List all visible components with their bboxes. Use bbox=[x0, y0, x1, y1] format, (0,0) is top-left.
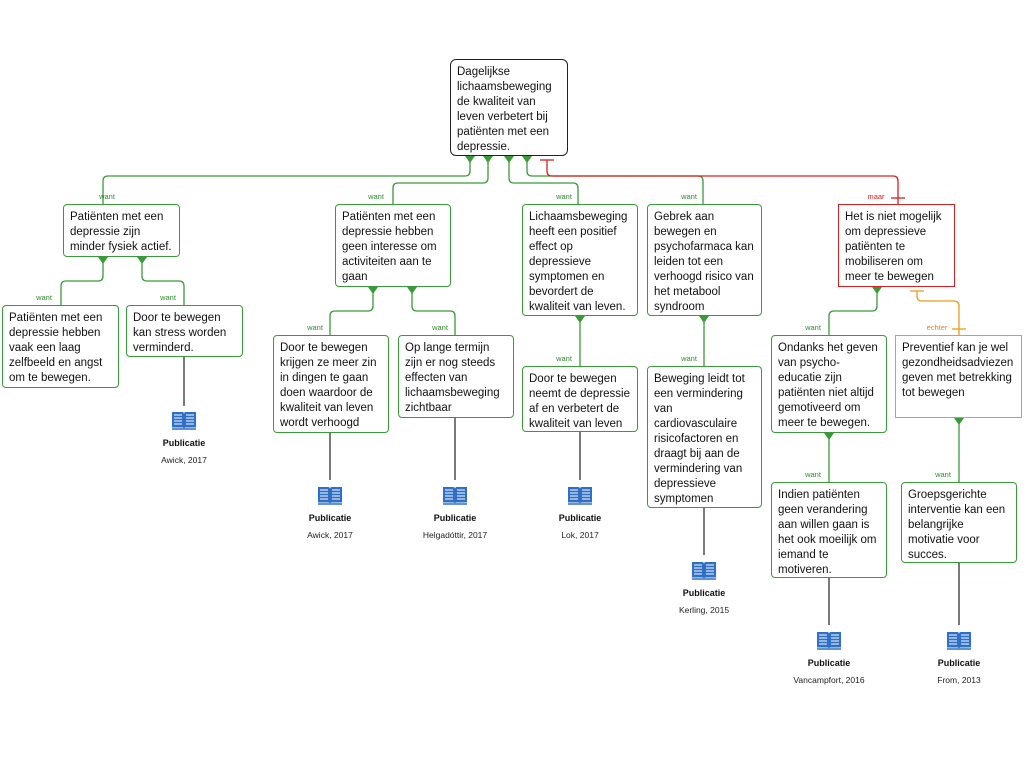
publication-title: Publicatie bbox=[433, 513, 477, 523]
publication-reference: Lok, 2017 bbox=[561, 530, 599, 540]
connector-label-want: want bbox=[805, 470, 821, 479]
reason-text: Door te bewegen krijgen ze meer zin in d… bbox=[280, 342, 377, 429]
claim-text: Patiënten met een depressie hebben geen … bbox=[342, 211, 437, 283]
publication-lok[interactable]: Publicatie Lok, 2017 bbox=[520, 484, 640, 541]
publication-helgadottir[interactable]: Publicatie Helgadóttir, 2017 bbox=[395, 484, 515, 541]
claim-text: Gebrek aan bewegen en psychofarmaca kan … bbox=[654, 211, 754, 313]
reason-text: Op lange termijn zijn er nog steeds effe… bbox=[405, 342, 500, 414]
publication-reference: Awick, 2017 bbox=[307, 530, 353, 540]
publication-reference: Awick, 2017 bbox=[161, 455, 207, 465]
book-icon bbox=[171, 411, 197, 430]
reason-text: Indien patiënten geen verandering aan wi… bbox=[778, 489, 877, 576]
publication-title: Publicatie bbox=[807, 658, 851, 668]
reason-box-neemt-af[interactable]: Door te bewegen neemt de depressie af en… bbox=[522, 366, 638, 432]
reason-box-groeps[interactable]: Groepsgerichte interventie kan een belan… bbox=[901, 482, 1017, 563]
reason-text: Patiënten met een depressie hebben vaak … bbox=[9, 312, 103, 384]
reason-box-lange-termijn[interactable]: Op lange termijn zijn er nog steeds effe… bbox=[398, 335, 514, 418]
publication-title: Publicatie bbox=[162, 438, 206, 448]
rebuttal-text: Preventief kan je wel gezondheidsadvieze… bbox=[902, 342, 1014, 399]
book-icon bbox=[946, 631, 972, 650]
root-claim-box[interactable]: Dagelijkse lichaamsbeweging de kwaliteit… bbox=[450, 59, 568, 156]
reason-text: Door te bewegen kan stress worden vermin… bbox=[133, 312, 227, 354]
connector-label-want: want bbox=[36, 293, 52, 302]
reason-box-cardio[interactable]: Beweging leidt tot een vermindering van … bbox=[647, 366, 762, 508]
connector-label-want: want bbox=[99, 192, 115, 201]
publication-reference: Kerling, 2015 bbox=[678, 605, 730, 615]
book-icon bbox=[691, 561, 717, 580]
connector-label-maar: maar bbox=[867, 192, 885, 201]
connector-label-want: want bbox=[368, 192, 384, 201]
book-icon bbox=[567, 486, 593, 505]
connector-label-want: want bbox=[681, 354, 697, 363]
book-icon bbox=[816, 631, 842, 650]
publication-awick-1[interactable]: Publicatie Awick, 2017 bbox=[124, 409, 244, 466]
reason-box-stress[interactable]: Door te bewegen kan stress worden vermin… bbox=[126, 305, 243, 357]
reason-text: Door te bewegen neemt de depressie af en… bbox=[529, 373, 631, 430]
claim-text: Lichaamsbeweging heeft een positief effe… bbox=[529, 211, 628, 313]
reason-text: Ondanks het geven van psycho-educatie zi… bbox=[778, 342, 878, 429]
connector-label-want: want bbox=[935, 470, 951, 479]
connector-label-want: want bbox=[556, 354, 572, 363]
reason-box-verandering[interactable]: Indien patiënten geen verandering aan wi… bbox=[771, 482, 887, 578]
rebuttal-box-preventief[interactable]: Preventief kan je wel gezondheidsadvieze… bbox=[895, 335, 1022, 418]
claim-box-effect[interactable]: Lichaamsbeweging heeft een positief effe… bbox=[522, 204, 638, 316]
publication-title: Publicatie bbox=[558, 513, 602, 523]
book-icon bbox=[442, 486, 468, 505]
publication-awick-2[interactable]: Publicatie Awick, 2017 bbox=[270, 484, 390, 541]
publication-from[interactable]: Publicatie From, 2013 bbox=[899, 629, 1019, 686]
reason-text: Groepsgerichte interventie kan een belan… bbox=[908, 489, 1006, 561]
connector-label-echter: echter bbox=[926, 323, 948, 332]
connector-label-want: want bbox=[307, 323, 323, 332]
book-icon bbox=[317, 486, 343, 505]
publication-title: Publicatie bbox=[682, 588, 726, 598]
publication-reference: Helgadóttir, 2017 bbox=[422, 530, 488, 540]
publication-reference: Vancampfort, 2016 bbox=[793, 675, 865, 685]
objection-text: Het is niet mogelijk om depressieve pati… bbox=[845, 211, 942, 283]
reason-box-psychoeducatie[interactable]: Ondanks het geven van psycho-educatie zi… bbox=[771, 335, 887, 433]
claim-box-fysiek[interactable]: Patiënten met een depressie zijn minder … bbox=[63, 204, 180, 257]
objection-box-niet-mogelijk[interactable]: Het is niet mogelijk om depressieve pati… bbox=[838, 204, 955, 287]
claim-text: Patiënten met een depressie zijn minder … bbox=[70, 211, 172, 253]
publication-vancampfort[interactable]: Publicatie Vancampfort, 2016 bbox=[769, 629, 889, 686]
connector-label-want: want bbox=[432, 323, 448, 332]
reason-text: Beweging leidt tot een vermindering van … bbox=[654, 373, 745, 505]
publication-kerling[interactable]: Publicatie Kerling, 2015 bbox=[644, 559, 764, 616]
publication-reference: From, 2013 bbox=[937, 675, 981, 685]
reason-box-zelfbeeld[interactable]: Patiënten met een depressie hebben vaak … bbox=[2, 305, 119, 388]
connector-label-want: want bbox=[805, 323, 821, 332]
publication-title: Publicatie bbox=[308, 513, 352, 523]
connector-label-want: want bbox=[556, 192, 572, 201]
claim-box-interesse[interactable]: Patiënten met een depressie hebben geen … bbox=[335, 204, 451, 287]
claim-box-gebrek[interactable]: Gebrek aan bewegen en psychofarmaca kan … bbox=[647, 204, 762, 316]
reason-box-zin[interactable]: Door te bewegen krijgen ze meer zin in d… bbox=[273, 335, 389, 433]
root-claim-text: Dagelijkse lichaamsbeweging de kwaliteit… bbox=[457, 66, 552, 153]
connector-label-want: want bbox=[681, 192, 697, 201]
publication-title: Publicatie bbox=[937, 658, 981, 668]
connector-label-want: want bbox=[160, 293, 176, 302]
